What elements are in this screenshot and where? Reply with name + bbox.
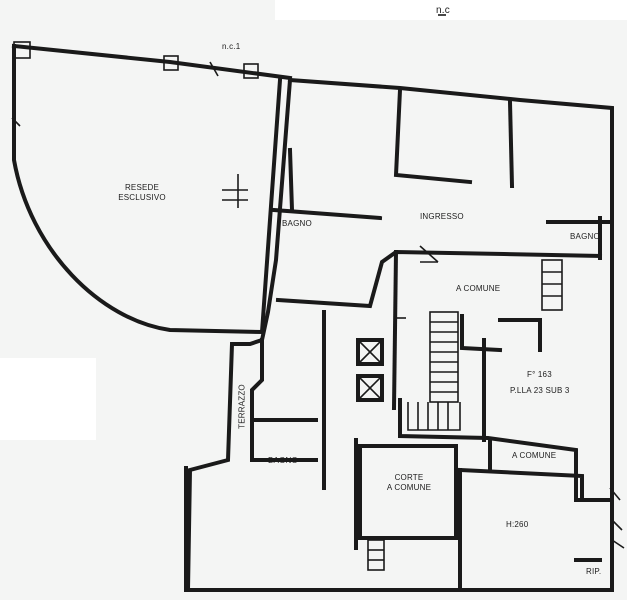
- a-comune-right-label: A COMUNE: [512, 451, 557, 460]
- main-staircase: [407, 311, 461, 431]
- cadastral-sheet-label: F° 163: [527, 370, 552, 379]
- side-steps: [367, 259, 563, 571]
- resede-label-line1: RESEDE: [124, 183, 160, 192]
- a-comune-top-label: A COMUNE: [456, 284, 501, 293]
- door-marks: [396, 245, 625, 549]
- lift-shafts: [356, 338, 384, 402]
- scan-blank-left: [0, 358, 96, 440]
- interior-walls: [184, 87, 614, 592]
- cadastral-parcel-label: P.LLA 23 SUB 3: [510, 386, 570, 395]
- resede-label-line2: ESCLUSIVO: [118, 193, 166, 202]
- boundary-mark: n.c.1: [222, 42, 241, 51]
- bagno-bottom-label: BAGNO: [268, 456, 298, 465]
- corte-label-line1: CORTE: [394, 473, 424, 482]
- bagno-left-label: BAGNO: [282, 219, 312, 228]
- terrazzo-label: TERRAZZO: [237, 384, 247, 429]
- ingresso-label: INGRESSO: [420, 212, 464, 221]
- height-label: H:260: [506, 520, 529, 529]
- rip-label: RIP.: [586, 567, 602, 576]
- resede-outline: [11, 41, 293, 335]
- bagno-right-label: BAGNO: [570, 232, 600, 241]
- header-mark: n.c: [436, 5, 450, 16]
- corte-label-line2: A COMUNE: [386, 483, 432, 492]
- scan-blank-top: [275, 0, 627, 20]
- building-walls: [185, 77, 614, 593]
